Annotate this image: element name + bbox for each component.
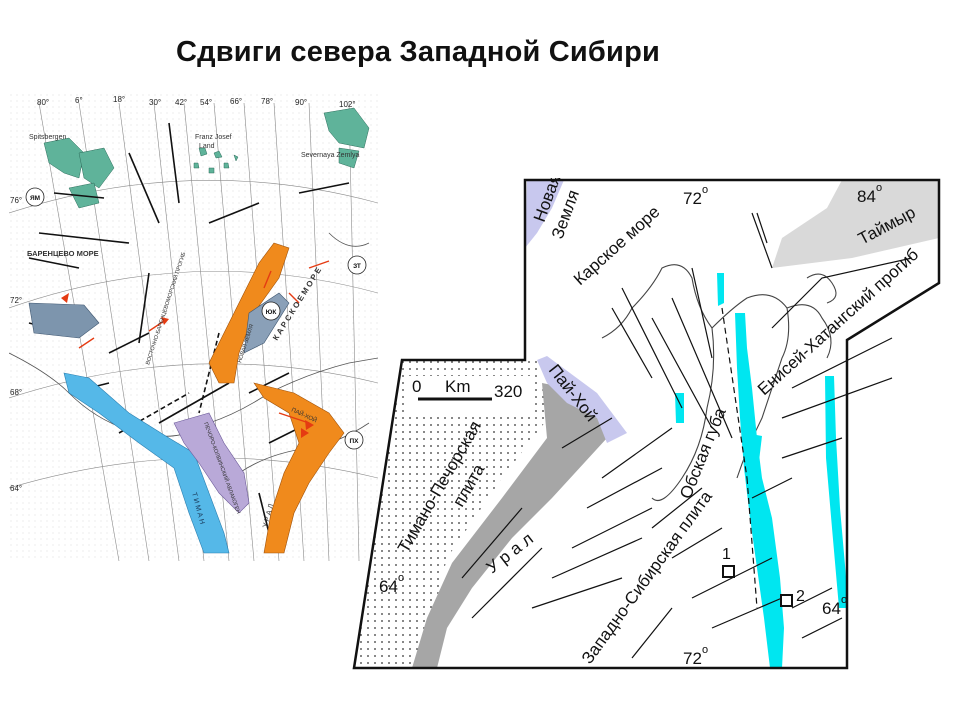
label-franz-josef: Franz Josef (195, 134, 232, 141)
lon-label: 102° (339, 100, 356, 109)
paihoi-zone (537, 356, 627, 443)
lon-label: 90° (295, 98, 307, 107)
site-1-label: 1 (722, 546, 731, 563)
badge-zt: ЗТ (353, 263, 361, 270)
badge-px: ПХ (349, 438, 359, 445)
coord-bottom-72: 72 (683, 649, 702, 668)
lon-label: 6° (75, 96, 83, 105)
lon-label: 42° (175, 98, 187, 107)
coord-top-72: 72 (683, 189, 702, 208)
novaya-zemlya-zone (525, 180, 564, 248)
label-barents-sea: БАРЕНЦЕВО МОРЕ (27, 249, 99, 258)
coord-degree: o (702, 184, 708, 196)
scale-unit: Km (445, 377, 471, 396)
coord-degree: o (876, 182, 882, 194)
coord-degree: o (841, 594, 847, 606)
site-2-label: 2 (796, 588, 805, 605)
site-2-marker (780, 594, 793, 607)
label-franz-josef: Land (199, 143, 215, 150)
badge-yuk: ЮК (266, 309, 277, 316)
coord-left-64: 64 (379, 577, 398, 596)
scale-max: 320 (494, 382, 522, 401)
lon-label: 80° (37, 98, 49, 107)
site-1-marker (722, 565, 735, 578)
lon-label: 18° (113, 95, 125, 104)
label-severnaya: Severnaya Zemlya (301, 152, 359, 159)
lon-label: 66° (230, 97, 242, 106)
coord-right-64: 64 (822, 599, 841, 618)
lon-label: 54° (200, 98, 212, 107)
lat-label: 68° (10, 388, 22, 397)
lat-label: 76° (10, 196, 22, 205)
lon-label: 78° (261, 97, 273, 106)
regional-tectonic-map: 80° 6° 18° 30° 42° 54° 66° 78° 90° 102° … (9, 93, 378, 561)
west-siberia-shear-map: 0 Km 320 1 2 72 o 84 o 64 o 64 o 72 o Ка… (352, 178, 941, 670)
lat-label: 72° (10, 296, 22, 305)
coord-degree: o (702, 644, 708, 656)
scale-zero: 0 (412, 377, 421, 396)
taimyr-zone (772, 180, 939, 268)
page-title: Сдвиги севера Западной Сибири (176, 36, 661, 68)
lon-label: 30° (149, 98, 161, 107)
lat-label: 64° (10, 484, 22, 493)
label-spitsbergen: Spitsbergen (29, 134, 66, 141)
ural-belt (412, 383, 607, 668)
coord-degree: o (398, 572, 404, 584)
badge-ym: ЯМ (30, 195, 40, 202)
coord-top-84: 84 (857, 187, 876, 206)
